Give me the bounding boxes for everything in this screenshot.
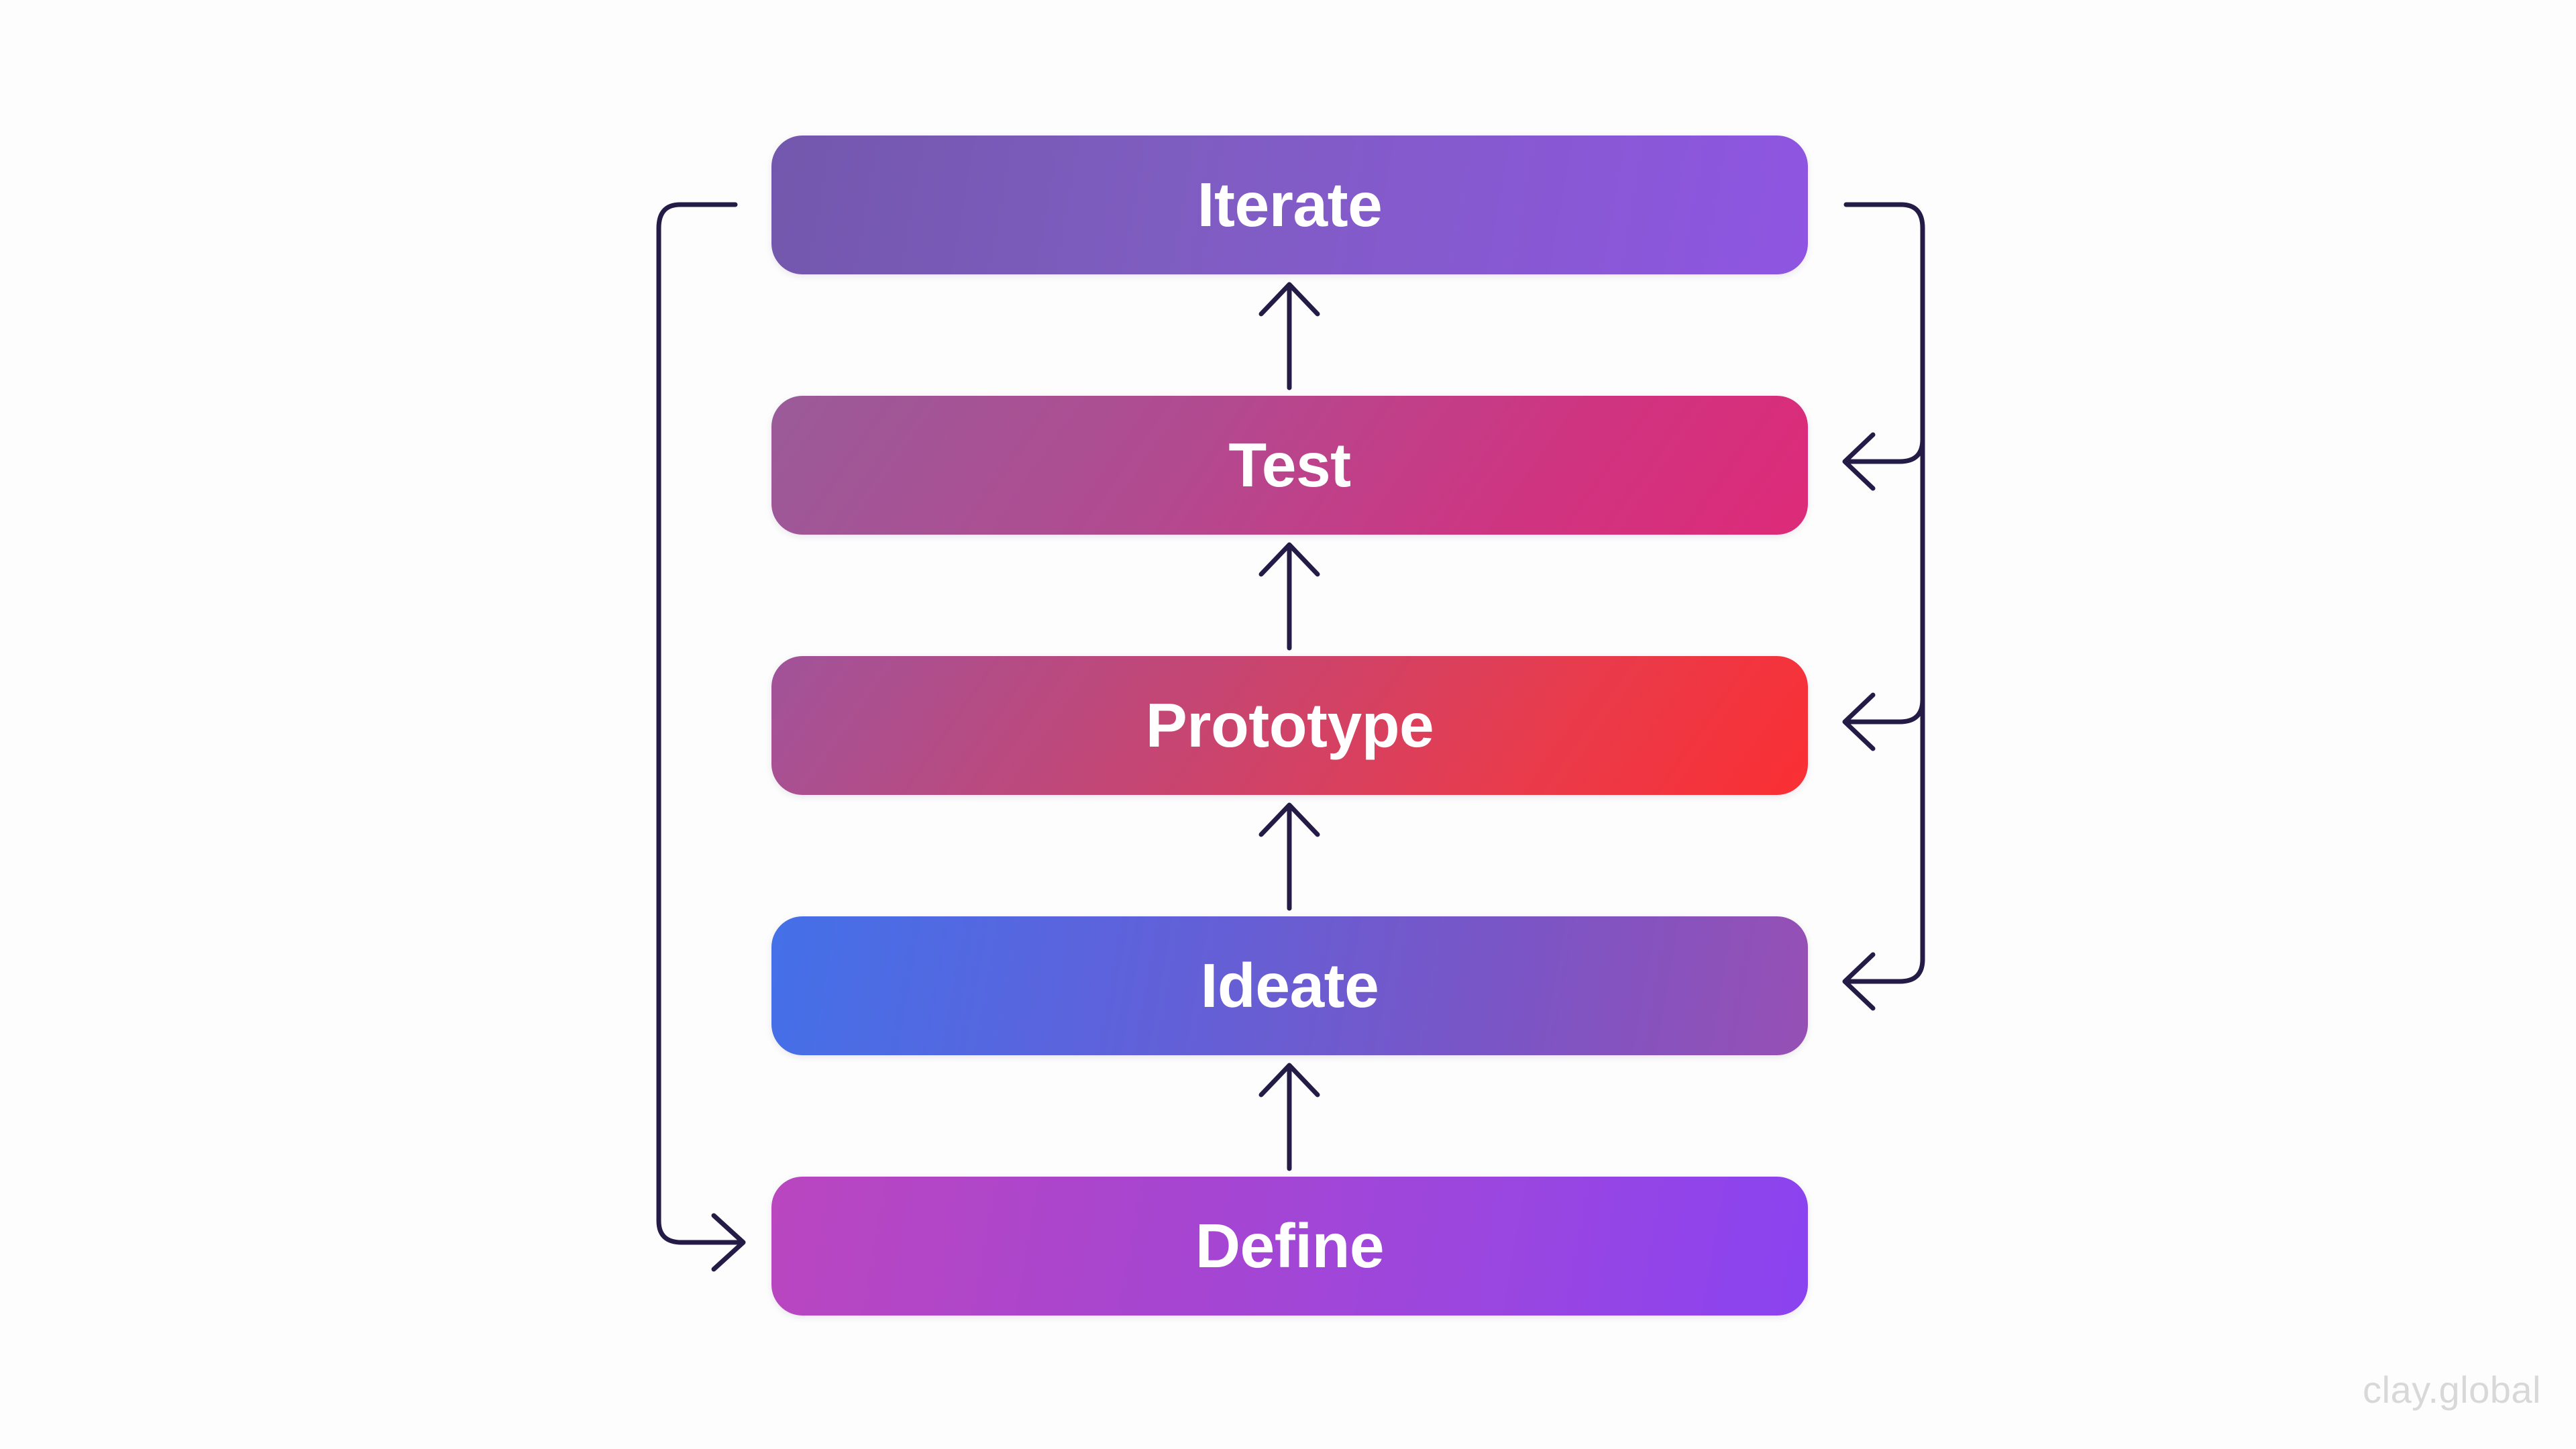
arrow-iterate-to-ideate [1842, 952, 1881, 1011]
watermark: clay.global [2363, 1368, 2541, 1411]
stage-label-iterate: Iterate [1197, 170, 1383, 239]
stage-label-prototype: Prototype [1145, 690, 1434, 760]
stage-label-test: Test [1228, 430, 1351, 500]
arrow-iterate-to-prototype [1842, 692, 1925, 751]
stage-bar-ideate[interactable]: Ideate [771, 916, 1808, 1055]
feedback-trunk-right [1843, 202, 1925, 984]
stage-bar-define[interactable]: Define [771, 1177, 1808, 1316]
arrow-test-to-iterate [1258, 282, 1320, 390]
stage-bar-iterate[interactable]: Iterate [771, 136, 1808, 274]
arrow-iterate-to-define [656, 202, 746, 1272]
arrow-iterate-to-test [1842, 432, 1925, 491]
arrow-ideate-to-prototype [1258, 802, 1320, 911]
stage-label-ideate: Ideate [1200, 951, 1379, 1020]
arrow-prototype-to-test [1258, 542, 1320, 651]
stage-label-define: Define [1195, 1211, 1385, 1281]
stage-bar-prototype[interactable]: Prototype [771, 656, 1808, 795]
arrow-define-to-ideate [1258, 1063, 1320, 1171]
stage-bar-test[interactable]: Test [771, 396, 1808, 535]
